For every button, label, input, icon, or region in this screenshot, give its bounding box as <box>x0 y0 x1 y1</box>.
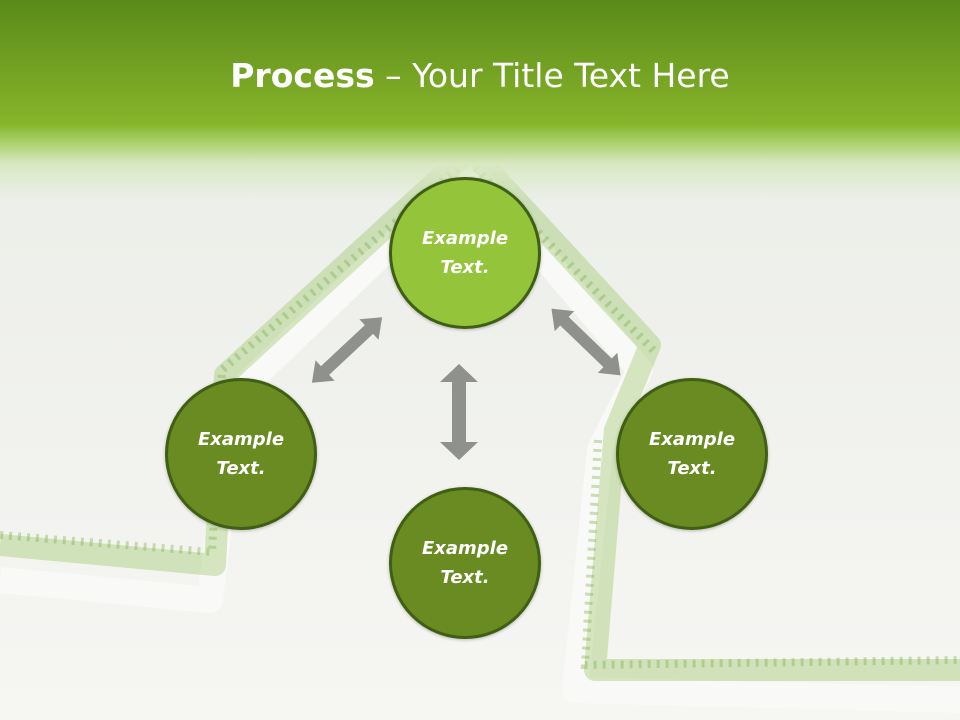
process-node-top[interactable]: Example Text. <box>389 177 541 329</box>
process-node-bottom[interactable]: Example Text. <box>389 487 541 639</box>
process-node-left[interactable]: Example Text. <box>165 378 317 530</box>
node-label: Example Text. <box>421 228 509 278</box>
page-title: Process – Your Title Text Here <box>0 54 960 98</box>
process-node-right[interactable]: Example Text. <box>616 378 768 530</box>
node-label: Example Text. <box>648 429 736 479</box>
node-label: Example Text. <box>197 429 285 479</box>
header-band <box>0 0 960 200</box>
title-bold: Process <box>230 56 375 95</box>
node-label: Example Text. <box>421 538 509 588</box>
title-rest: – Your Title Text Here <box>374 56 730 95</box>
